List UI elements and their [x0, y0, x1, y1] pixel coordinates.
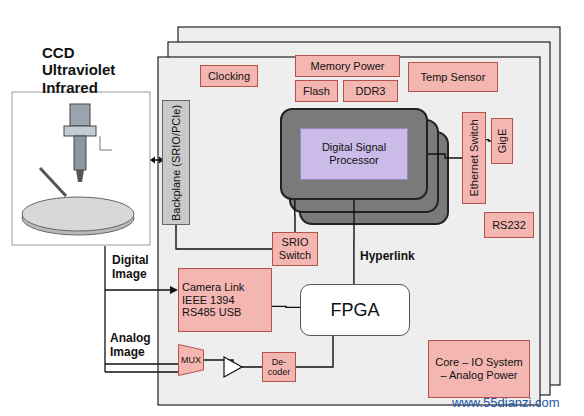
arrow-head	[170, 286, 178, 294]
connector	[294, 200, 296, 232]
node-text: Backplane (SRIO/PCIe)	[170, 104, 183, 221]
analog-wire	[105, 364, 178, 372]
connector	[272, 306, 300, 307]
node-text: RS232	[492, 219, 526, 232]
processor-box: Digital Signal Processor	[280, 108, 428, 200]
power-box: Memory Power	[295, 55, 400, 77]
camera-body	[70, 104, 90, 126]
switch-box: SRIO Switch	[272, 232, 318, 266]
port-box: RS232	[484, 212, 534, 238]
connector	[353, 200, 355, 284]
node-text: SRIO Switch	[276, 236, 314, 261]
signal-label: Analog Image	[110, 332, 162, 360]
node-text: MUX	[181, 355, 201, 365]
node-text: DDR3	[356, 85, 386, 98]
wafer-top	[22, 197, 134, 231]
memory-box: DDR3	[343, 80, 398, 102]
node-text: Temp Sensor	[421, 71, 486, 84]
bus-label: Hyperlink	[360, 250, 430, 264]
digital-wire	[105, 289, 172, 290]
amplifier-symbol	[224, 357, 242, 377]
mux-shape	[179, 345, 204, 376]
memory-box: Flash	[295, 80, 338, 102]
node-text: Camera Link IEEE 1394 RS485 USB	[182, 281, 268, 319]
node-text: Clocking	[208, 70, 250, 83]
port-box: GigE	[491, 118, 513, 164]
probe	[40, 168, 66, 196]
clock-box: Clocking	[200, 65, 258, 87]
camera-picture	[12, 92, 150, 245]
objective	[74, 136, 86, 170]
node-text: Memory Power	[311, 60, 385, 73]
decoder-box: De-coder	[262, 352, 296, 382]
sensor-box: Temp Sensor	[408, 62, 498, 92]
connector	[176, 225, 272, 249]
fpga-box: FPGA	[300, 284, 410, 336]
mux-trapezoid: MUX	[178, 344, 204, 376]
connector	[428, 154, 462, 158]
node-text: Ethernet Switch	[468, 116, 481, 200]
node-text: GigE	[496, 122, 509, 160]
title: CCD Ultraviolet Infrared	[42, 44, 134, 96]
switch-box: Ethernet Switch	[462, 112, 486, 204]
lens	[76, 170, 84, 182]
signal-wire	[104, 246, 105, 372]
signal-label: Digital Image	[112, 254, 164, 282]
backplane-box: Backplane (SRIO/PCIe)	[162, 100, 190, 225]
interface-box: Camera Link IEEE 1394 RS485 USB	[178, 268, 272, 332]
node-text: De-coder	[266, 357, 292, 378]
camera-mount	[64, 126, 96, 136]
board-front	[158, 57, 540, 405]
connector	[296, 336, 333, 367]
node-text: Digital Signal Processor	[300, 128, 408, 179]
node-text: FPGA	[330, 300, 379, 321]
watermark: www.55dianzi.com	[452, 396, 580, 411]
node-text: Flash	[303, 85, 330, 98]
leader	[100, 136, 112, 150]
power-box: Core – IO System – Analog Power	[428, 340, 530, 398]
node-text: Core – IO System – Analog Power	[432, 356, 526, 381]
